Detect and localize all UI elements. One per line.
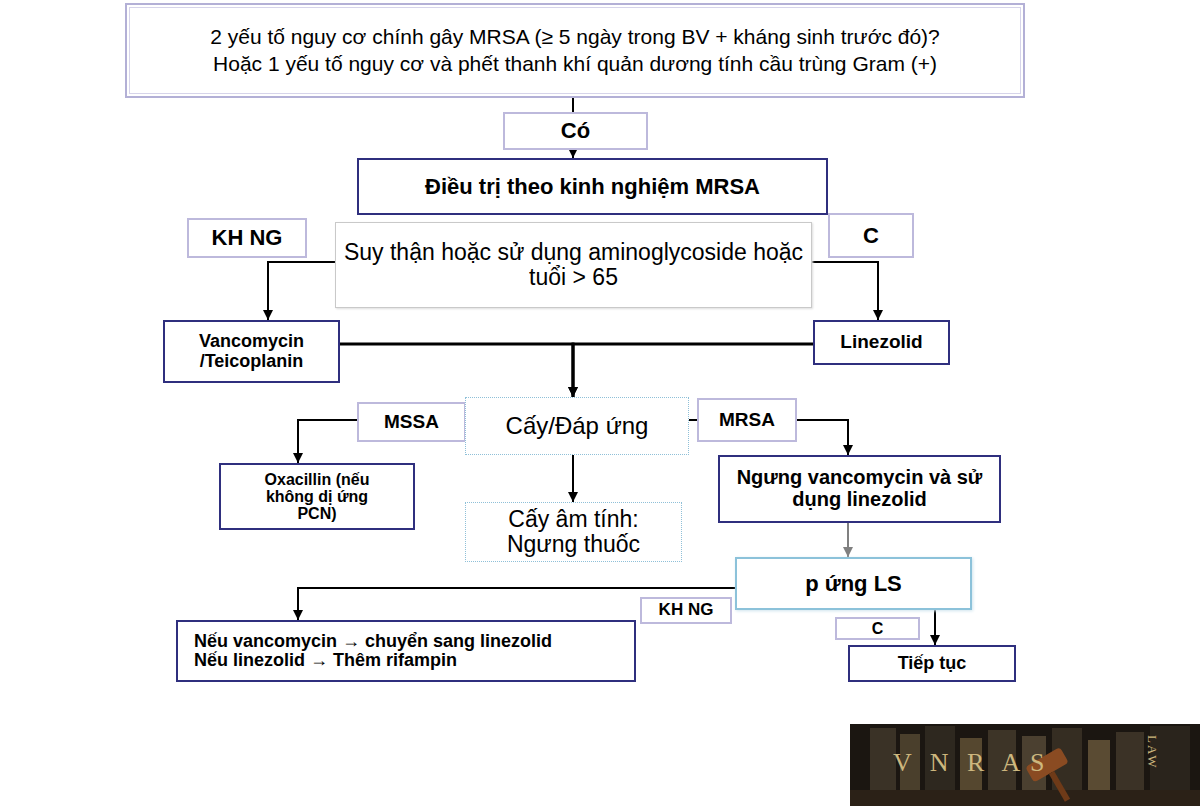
node-text: Cấy âm tính: Ngưng thuốc	[474, 507, 674, 557]
node-text: C	[872, 620, 884, 637]
node-text: Nếu vancomycin → chuyển sang linezolid	[194, 632, 552, 651]
drug-box: Linezolid	[813, 320, 950, 365]
flow-arrow	[572, 150, 574, 158]
node-text: Điều trị theo kinh nghiệm MRSA	[425, 175, 760, 199]
node-text: Ngưng vancomycin và sử dụng linezolid	[729, 467, 991, 510]
check-box: p ứng LS	[735, 557, 972, 610]
node-text: Nếu linezolid → Thêm rifampin	[194, 651, 457, 670]
flow-arrow	[934, 610, 936, 645]
outcome-box: Cấy âm tính: Ngưng thuốc	[465, 502, 682, 562]
node-text: Suy thận hoặc sử dụng aminoglycoside hoặ…	[344, 240, 804, 290]
watermark-text: LAW	[1144, 735, 1160, 770]
node-text: MRSA	[719, 410, 775, 431]
node-text: Vancomycin /Teicoplanin	[177, 332, 327, 371]
check-box: Cấy/Đáp ứng	[465, 397, 689, 455]
node-text: MSSA	[384, 412, 439, 433]
flow-arrow	[812, 262, 878, 320]
node-text: KH NG	[212, 226, 283, 250]
watermark-text: V N R A	[893, 748, 1026, 778]
node-text: Cấy/Đáp ứng	[506, 413, 649, 439]
decision-box: Suy thận hoặc sử dụng aminoglycoside hoặ…	[335, 222, 812, 308]
node-text: Tiếp tục	[898, 654, 967, 673]
question-box: 2 yếu tố nguy cơ chính gây MRSA (≥ 5 ngà…	[125, 3, 1025, 98]
flow-arrow	[268, 262, 335, 320]
flow-arrow	[572, 455, 574, 502]
node-text: C	[863, 224, 879, 248]
answer-label-box: KH NG	[187, 218, 307, 258]
answer-label-box: Có	[503, 112, 648, 150]
node-text: Linezolid	[840, 332, 922, 353]
result-label-box: MRSA	[697, 398, 797, 442]
action-box: Nếu vancomycin → chuyển sang linezolidNế…	[176, 620, 636, 682]
outcome-box: Tiếp tục	[848, 645, 1016, 682]
node-text: p ứng LS	[805, 572, 902, 596]
result-label-box: MSSA	[357, 402, 466, 442]
flow-arrow	[340, 344, 573, 397]
flow-arrow	[298, 588, 735, 620]
watermark-text: S	[1030, 748, 1044, 778]
answer-label-box: C	[828, 213, 914, 258]
drug-box: Vancomycin /Teicoplanin	[163, 320, 340, 383]
process-box: Điều trị theo kinh nghiệm MRSA	[357, 158, 828, 215]
node-text: Oxacillin (nếu không dị ứng PCN)	[247, 471, 387, 523]
answer-label-box: C	[835, 617, 920, 640]
flow-arrow	[572, 98, 574, 112]
node-text: Có	[561, 119, 590, 143]
node-text: 2 yếu tố nguy cơ chính gây MRSA (≥ 5 ngà…	[210, 24, 940, 50]
flow-arrow	[573, 344, 813, 397]
action-box: Ngưng vancomycin và sử dụng linezolid	[718, 455, 1001, 523]
node-text: KH NG	[659, 601, 714, 619]
drug-box: Oxacillin (nếu không dị ứng PCN)	[219, 463, 415, 530]
flow-arrow	[847, 523, 849, 557]
node-text: Hoặc 1 yếu tố nguy cơ và phết thanh khí …	[213, 51, 937, 77]
answer-label-box: KH NG	[640, 597, 732, 624]
